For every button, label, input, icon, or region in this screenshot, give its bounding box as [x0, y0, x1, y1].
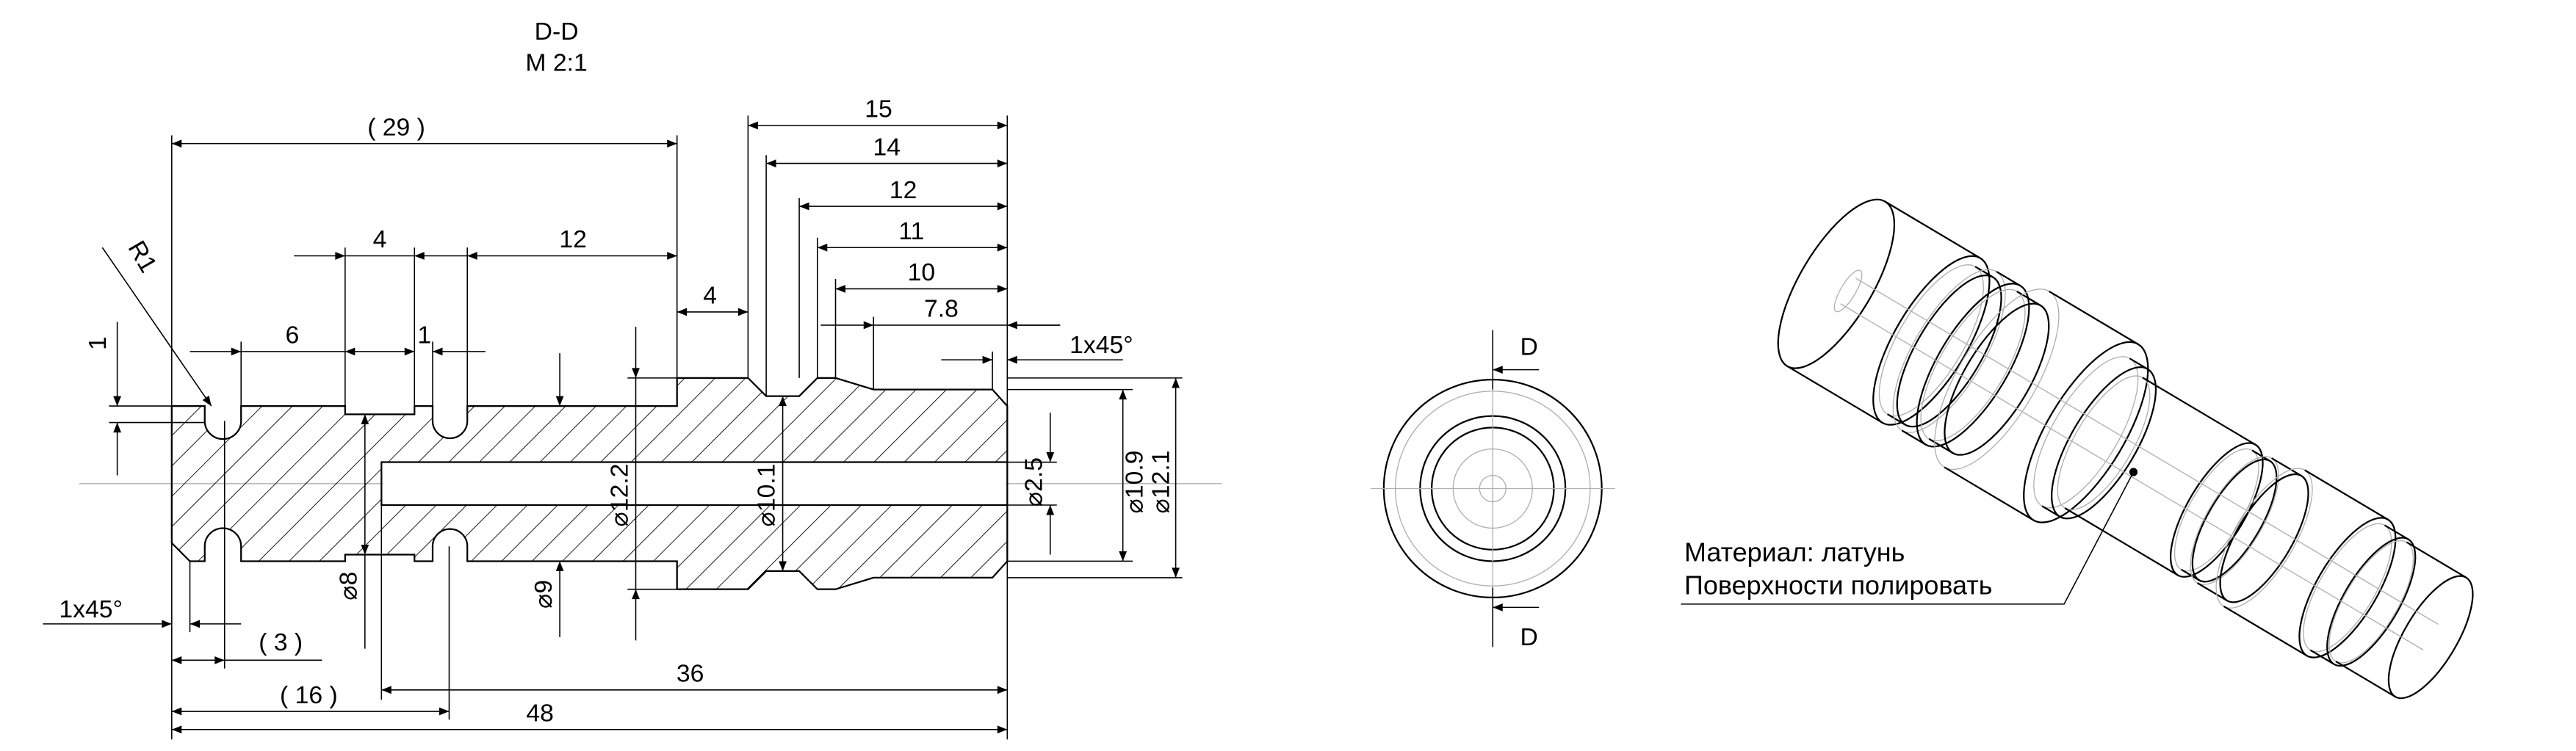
cylinder-silhouette-line: [2049, 290, 2139, 345]
cylinder-silhouette-line: [2016, 290, 2041, 307]
dim-15: 15: [865, 95, 892, 123]
dim-dia-12-1: ⌀12.1: [1147, 451, 1175, 514]
dim-dia-10-9: ⌀10.9: [1121, 451, 1149, 514]
cylinder-silhouette-line: [2196, 582, 2228, 602]
cylinder-silhouette-line: [1884, 200, 1981, 259]
cylinder-silhouette-line: [1996, 270, 2021, 287]
cylinder-edge-ellipse: [1777, 198, 1896, 369]
dim-3: ( 3 ): [259, 628, 303, 656]
dim-7-8: 7.8: [924, 295, 959, 323]
note-leader: [1681, 471, 2135, 605]
dim-16: ( 16 ): [280, 681, 338, 709]
cylinder-edge-ellipse: [1878, 264, 1984, 417]
dim-12-mid: 12: [559, 225, 587, 253]
cylinder-silhouette-line: [2041, 505, 2060, 518]
cylinder-edge-ellipse: [1934, 289, 2060, 471]
cylinder-edge-ellipse: [1920, 289, 2026, 442]
dim-48: 48: [526, 700, 554, 728]
dim-14: 14: [873, 133, 901, 161]
cylinder-silhouette-line: [2251, 449, 2270, 462]
bore-hidden-line: [1855, 277, 2439, 625]
dim-1-gap: 1: [417, 322, 431, 349]
extension-lines: [109, 115, 1183, 740]
cylinder-edge-ellipse: [2190, 456, 2279, 585]
cylinder-edge-ellipse: [2051, 366, 2157, 520]
cylinder-silhouette-line: [2142, 377, 2256, 446]
notes: Материал: латунь Поверхности полировать: [1681, 468, 2138, 605]
section-title: D-D: [535, 18, 579, 46]
section-view: D-D M 2:1: [43, 18, 1222, 740]
dim-10: 10: [908, 258, 936, 286]
dim-dia-12-2: ⌀12.2: [605, 464, 633, 527]
bore-opening-ellipse: [1833, 269, 1863, 313]
cylinder-silhouette-line: [1887, 413, 1906, 426]
leader-dot: [2129, 468, 2138, 476]
dim-29: ( 29 ): [367, 113, 425, 141]
cylinder-silhouette-line: [2335, 660, 2396, 698]
cylinder-silhouette-line: [1901, 429, 1927, 446]
cylinder-silhouette-line: [2309, 649, 2335, 665]
bore: [383, 463, 1006, 504]
dim-11: 11: [898, 217, 924, 245]
dim-4-groove: 4: [373, 225, 387, 253]
dim-r1: R1: [123, 236, 162, 277]
cylinder-edge-ellipse: [2387, 575, 2474, 700]
dim-1-depth: 1: [84, 336, 112, 350]
dim-chamfer-left: 1x45°: [59, 595, 123, 623]
cylinder-silhouette-line: [2064, 507, 2179, 576]
note-finish: Поверхности полировать: [1684, 570, 1992, 600]
dim-dia-2-5: ⌀2.5: [1020, 457, 1048, 507]
cylinder-edge-ellipse: [2326, 537, 2417, 667]
cylinder-silhouette-line: [1944, 466, 2035, 521]
note-material: Материал: латунь: [1684, 537, 1905, 567]
radius-leader: [101, 247, 212, 407]
cut-label-bottom: D: [1520, 623, 1538, 651]
cylinder-edge-ellipse: [2215, 468, 2313, 609]
cylinder-silhouette-line: [1974, 266, 1994, 278]
section-scale: M 2:1: [525, 49, 587, 77]
cylinder-silhouette-line: [2304, 469, 2389, 520]
cylinder-edge-ellipse: [2173, 448, 2259, 572]
cylinder-silhouette-line: [2180, 568, 2200, 581]
dim-chamfer-right: 1x45°: [1069, 331, 1133, 359]
isometric-view: [1777, 198, 2474, 700]
dim-4-step: 4: [703, 282, 717, 310]
cylinder-edge-ellipse: [2057, 375, 2151, 511]
cylinder-silhouette-line: [2406, 541, 2467, 578]
cylinder-silhouette-line: [2129, 358, 2149, 370]
cylinder-silhouette-line: [2271, 457, 2302, 477]
cut-label-top: D: [1520, 333, 1538, 360]
cylinder-silhouette-line: [1786, 365, 1883, 424]
cylinder-silhouette-line: [1928, 438, 1954, 454]
cylinder-edge-ellipse: [2169, 442, 2264, 578]
dim-36: 36: [677, 660, 704, 688]
dim-6: 6: [286, 322, 300, 349]
dimension-lines: [43, 121, 1180, 734]
cylinder-silhouette-line: [2384, 524, 2409, 540]
dim-dia-9: ⌀9: [530, 580, 558, 609]
bore-hidden-line: [1840, 303, 2424, 650]
cylinder-edge-ellipse: [1944, 302, 2050, 456]
dim-12-top: 12: [890, 176, 917, 204]
end-view: D D: [1370, 330, 1615, 651]
cylinder-edge-ellipse: [2219, 473, 2309, 603]
dim-dia-8: ⌀8: [335, 572, 363, 601]
dim-dia-10-1: ⌀10.1: [752, 464, 780, 527]
cylinder-silhouette-line: [2223, 605, 2308, 657]
